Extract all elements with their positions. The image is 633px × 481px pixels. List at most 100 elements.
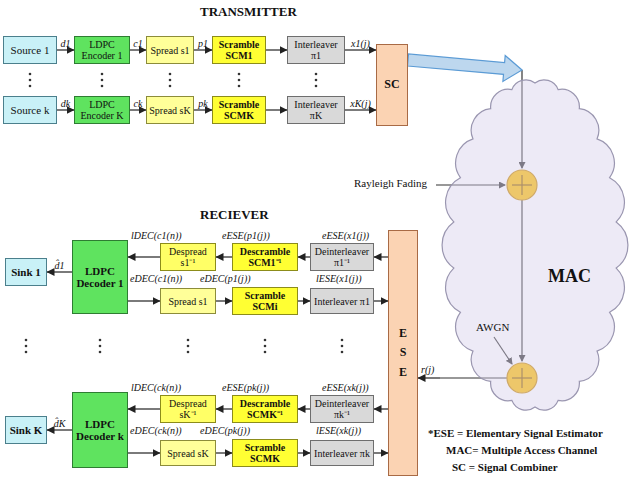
box-label: Scramble SCM1 xyxy=(215,39,263,61)
signal-arrow xyxy=(194,109,212,110)
box-label: Interleaver π1 xyxy=(290,39,342,61)
signal-arrow xyxy=(216,452,232,453)
signal-arrow xyxy=(128,452,160,453)
signal-arrow xyxy=(47,271,72,272)
signal-arrow xyxy=(418,377,440,378)
signal-arrow xyxy=(194,49,212,50)
section-heading: TRANSMITTER xyxy=(200,5,297,19)
box-label: LDPC Decoder k xyxy=(75,418,125,442)
signal-arrow xyxy=(57,109,74,110)
signal-label: eESE(p1(j)) xyxy=(222,230,270,242)
signal-arrow xyxy=(298,256,310,257)
box-label: Scramble SCMK xyxy=(235,442,295,464)
spread-box: Spread s1 xyxy=(146,36,194,64)
box-label: Scramble SCMK xyxy=(215,99,263,121)
cloud-outline xyxy=(440,70,630,420)
signal-label: lESE(xk(j)) xyxy=(316,425,361,437)
signal-arrow xyxy=(266,109,287,110)
signal-label: eDEC(ck(n)) xyxy=(130,425,182,437)
deinterleaver-box: Deinterleaver π1⁻¹ xyxy=(310,243,374,271)
scramble-box: Scramble SCMK xyxy=(212,96,266,124)
encoder-box: LDPC Encoder 1 xyxy=(74,36,130,64)
signal-arrow xyxy=(345,109,376,110)
box-label: Sink K xyxy=(8,424,44,436)
box-label: Sink 1 xyxy=(8,266,44,278)
estimator-box: ESE xyxy=(388,230,418,476)
signal-label: p1 xyxy=(198,38,208,50)
signal-label: lESE(x1(j)) xyxy=(316,273,362,285)
box-label: LDPC Encoder K xyxy=(77,99,127,121)
source-box: Source 1 xyxy=(3,36,57,64)
signal-label: eESE(xk(j)) xyxy=(322,382,369,394)
scramble-box: Scramble SCMK xyxy=(232,439,298,467)
box-label: Spread s1 xyxy=(163,296,213,307)
decoder-box: LDPC Decoder 1 xyxy=(72,240,128,314)
box-label: Deinterleaver πk⁻¹ xyxy=(313,398,371,420)
combiner-box: SC xyxy=(376,44,408,126)
box-label: Spread sK xyxy=(163,448,213,459)
signal-label: pk xyxy=(198,98,207,110)
signal-arrow xyxy=(128,408,160,409)
spread-box: Spread s1 xyxy=(160,288,216,314)
channel-label: Rayleigh Fading xyxy=(354,177,427,189)
signal-label: eESE(x1(j)) xyxy=(322,230,369,242)
signal-label: eDEC(pk(j)) xyxy=(200,425,250,437)
signal-label: r(j) xyxy=(421,364,434,376)
encoder-box: LDPC Encoder K xyxy=(74,96,130,124)
box-label: Scramble SCMi xyxy=(235,290,295,312)
abbreviation-note: MAC= Multiple Access Channel xyxy=(446,444,597,456)
signal-arrow xyxy=(374,300,388,301)
box-label: Interleaver π1 xyxy=(313,296,371,307)
box-label: Spread s1 xyxy=(149,45,191,56)
abbreviation-note: SC = Signal Combiner xyxy=(452,461,558,473)
signal-label: d̂K xyxy=(54,418,66,430)
interleaver-box: Interleaver π1 xyxy=(287,36,345,64)
box-label: LDPC Decoder 1 xyxy=(75,265,125,289)
block-arrow xyxy=(408,54,523,81)
signal-label: eDEC(p1(j)) xyxy=(200,273,251,285)
signal-label: dk xyxy=(61,98,70,110)
box-label: Source k xyxy=(6,104,54,116)
interleaver-box: Interleaver πK xyxy=(287,96,345,124)
signal-label: eDEC(c1(n)) xyxy=(130,273,182,285)
spread-box: Spread sK xyxy=(146,96,194,124)
sink-box: Sink K xyxy=(5,416,47,444)
box-label: Spread sK xyxy=(149,105,191,116)
section-heading: RECIEVER xyxy=(200,208,269,222)
deinterleaver-box: Deinterleaver πk⁻¹ xyxy=(310,395,374,423)
interleaver-box: Interleaver π1 xyxy=(310,288,374,314)
box-label: LDPC Encoder 1 xyxy=(77,39,127,61)
signal-label: eESE(pk(j)) xyxy=(222,382,269,394)
box-label: ESE xyxy=(397,324,409,382)
abbreviation-note: *ESE = Elementary Signal Estimator xyxy=(428,427,603,439)
signal-arrow xyxy=(374,408,388,409)
signal-arrow xyxy=(216,300,232,301)
signal-arrow xyxy=(130,49,146,50)
signal-label: d̂1 xyxy=(55,260,65,272)
signal-arrow xyxy=(298,408,310,409)
descramble-box: Descramble SCMK⁻¹ xyxy=(232,395,298,423)
signal-arrow xyxy=(298,452,310,453)
scramble-box: Scramble SCM1 xyxy=(212,36,266,64)
box-label: SC xyxy=(379,78,405,91)
despread-box: Despread s1⁻¹ xyxy=(160,243,216,271)
signal-arrow xyxy=(216,408,232,409)
signal-label: lDEC(ck(n)) xyxy=(131,382,181,394)
box-label: Interleaver πk xyxy=(313,448,371,459)
signal-arrow xyxy=(216,256,232,257)
signal-arrow xyxy=(374,452,388,453)
cloud-shape xyxy=(442,80,628,410)
channel-cloud: MAC xyxy=(440,70,630,420)
box-label: Descramble SCM1⁻¹ xyxy=(235,246,295,268)
box-label: Interleaver πK xyxy=(290,99,342,121)
box-label: Descramble SCMK⁻¹ xyxy=(235,398,295,420)
signal-arrow xyxy=(298,300,310,301)
signal-arrow xyxy=(130,109,146,110)
interleaver-box: Interleaver πk xyxy=(310,440,374,466)
spread-box: Spread sK xyxy=(160,440,216,466)
sink-box: Sink 1 xyxy=(5,258,47,286)
signal-arrow xyxy=(128,300,160,301)
signal-label: xK(j) xyxy=(350,98,371,110)
signal-label: ck xyxy=(134,98,143,110)
box-label: Despread sK⁻¹ xyxy=(163,398,213,420)
